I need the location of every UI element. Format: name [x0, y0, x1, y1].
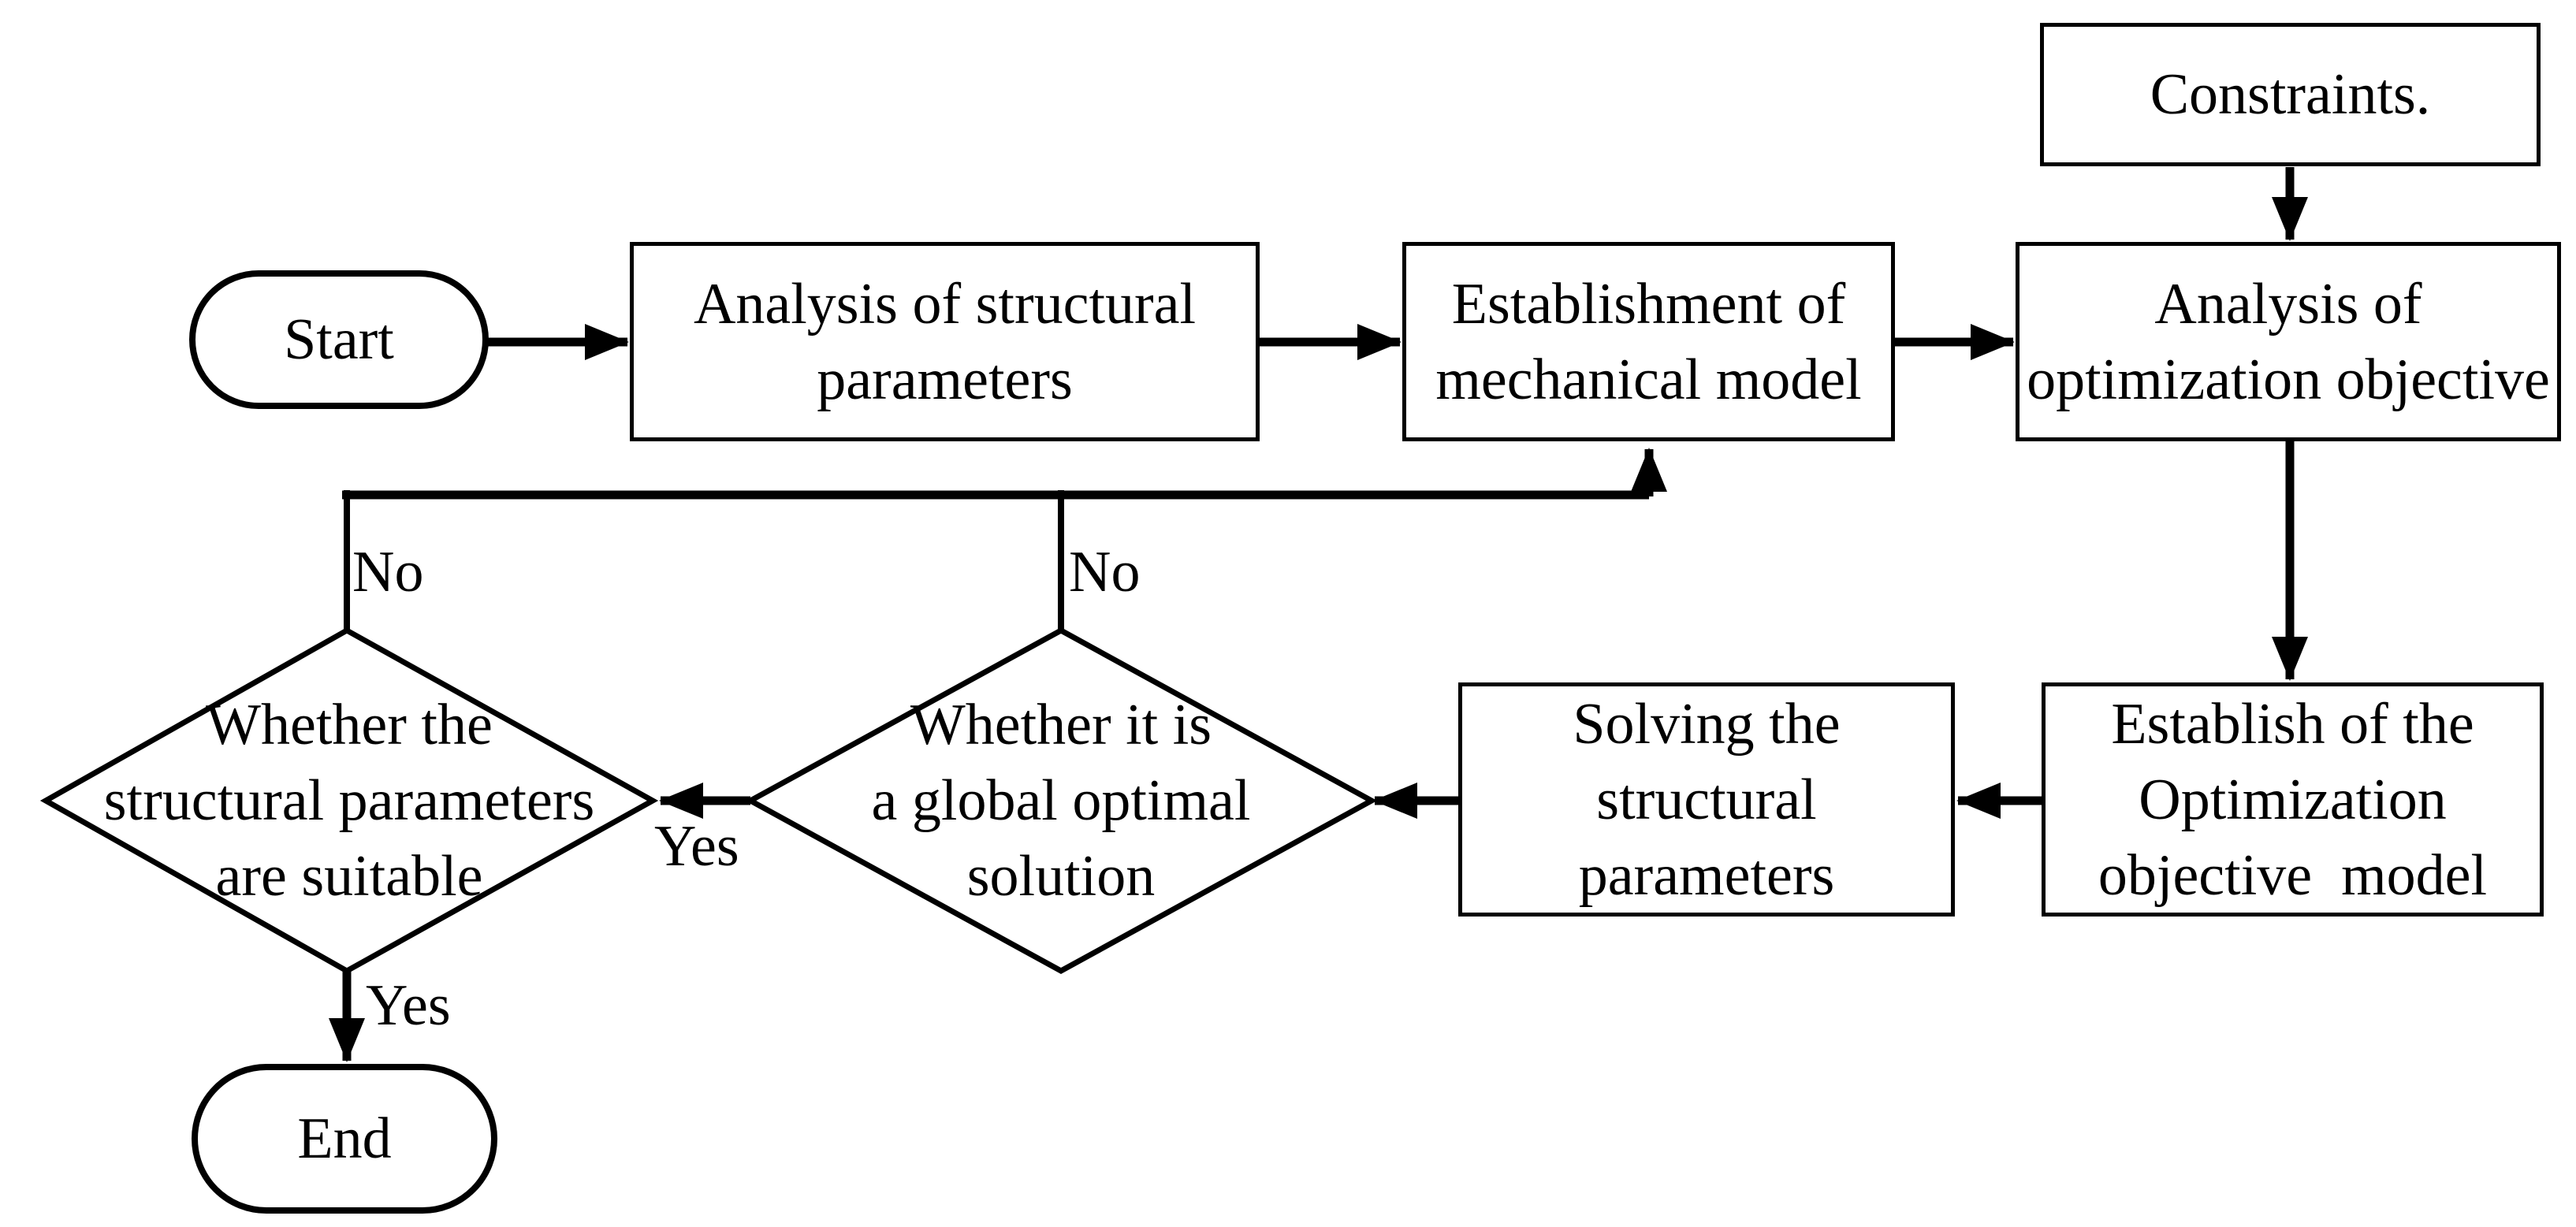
decision-global-optimal-shape: [744, 627, 1378, 974]
label-no-left: No: [352, 540, 424, 604]
decision-global-label: Whether it is a global optimal solution: [871, 693, 1251, 909]
node-establishment-mechanical-model: Establishment of mechanical model: [1402, 242, 1895, 441]
node-analysis-label: Analysis of structural parameters: [693, 271, 1197, 412]
label-yes-to-end: Yes: [366, 973, 451, 1038]
node-constraints: Constraints.: [2040, 23, 2541, 166]
node-solving-structural-parameters: Solving the structural parameters: [1458, 682, 1955, 917]
node-establish-objective-model: Establish of the Optimization objective …: [2042, 682, 2544, 917]
node-establish-label: Establish of the Optimization objective …: [2098, 691, 2488, 908]
node-solving-label: Solving the structural parameters: [1573, 691, 1841, 908]
decision-suitable-label: Whether the structural parameters are su…: [103, 693, 595, 909]
decision-global-optimal-text: Whether it is a global optimal solution: [785, 686, 1337, 916]
decision-parameters-suitable-text: Whether the structural parameters are su…: [58, 686, 641, 916]
node-end: End: [192, 1064, 497, 1214]
node-objective-label: Analysis of optimization objective: [2027, 271, 2550, 412]
node-start-label: Start: [284, 307, 394, 372]
node-start: Start: [189, 270, 489, 409]
node-constraints-label: Constraints.: [2150, 62, 2431, 127]
label-yes-between-diamonds: Yes: [654, 814, 739, 879]
node-analysis-optimization-objective: Analysis of optimization objective: [2016, 242, 2561, 441]
node-end-label: End: [297, 1106, 392, 1171]
node-mechanical-label: Establishment of mechanical model: [1435, 271, 1862, 412]
label-no-right: No: [1069, 540, 1141, 604]
node-analysis-structural-parameters: Analysis of structural parameters: [630, 242, 1260, 441]
